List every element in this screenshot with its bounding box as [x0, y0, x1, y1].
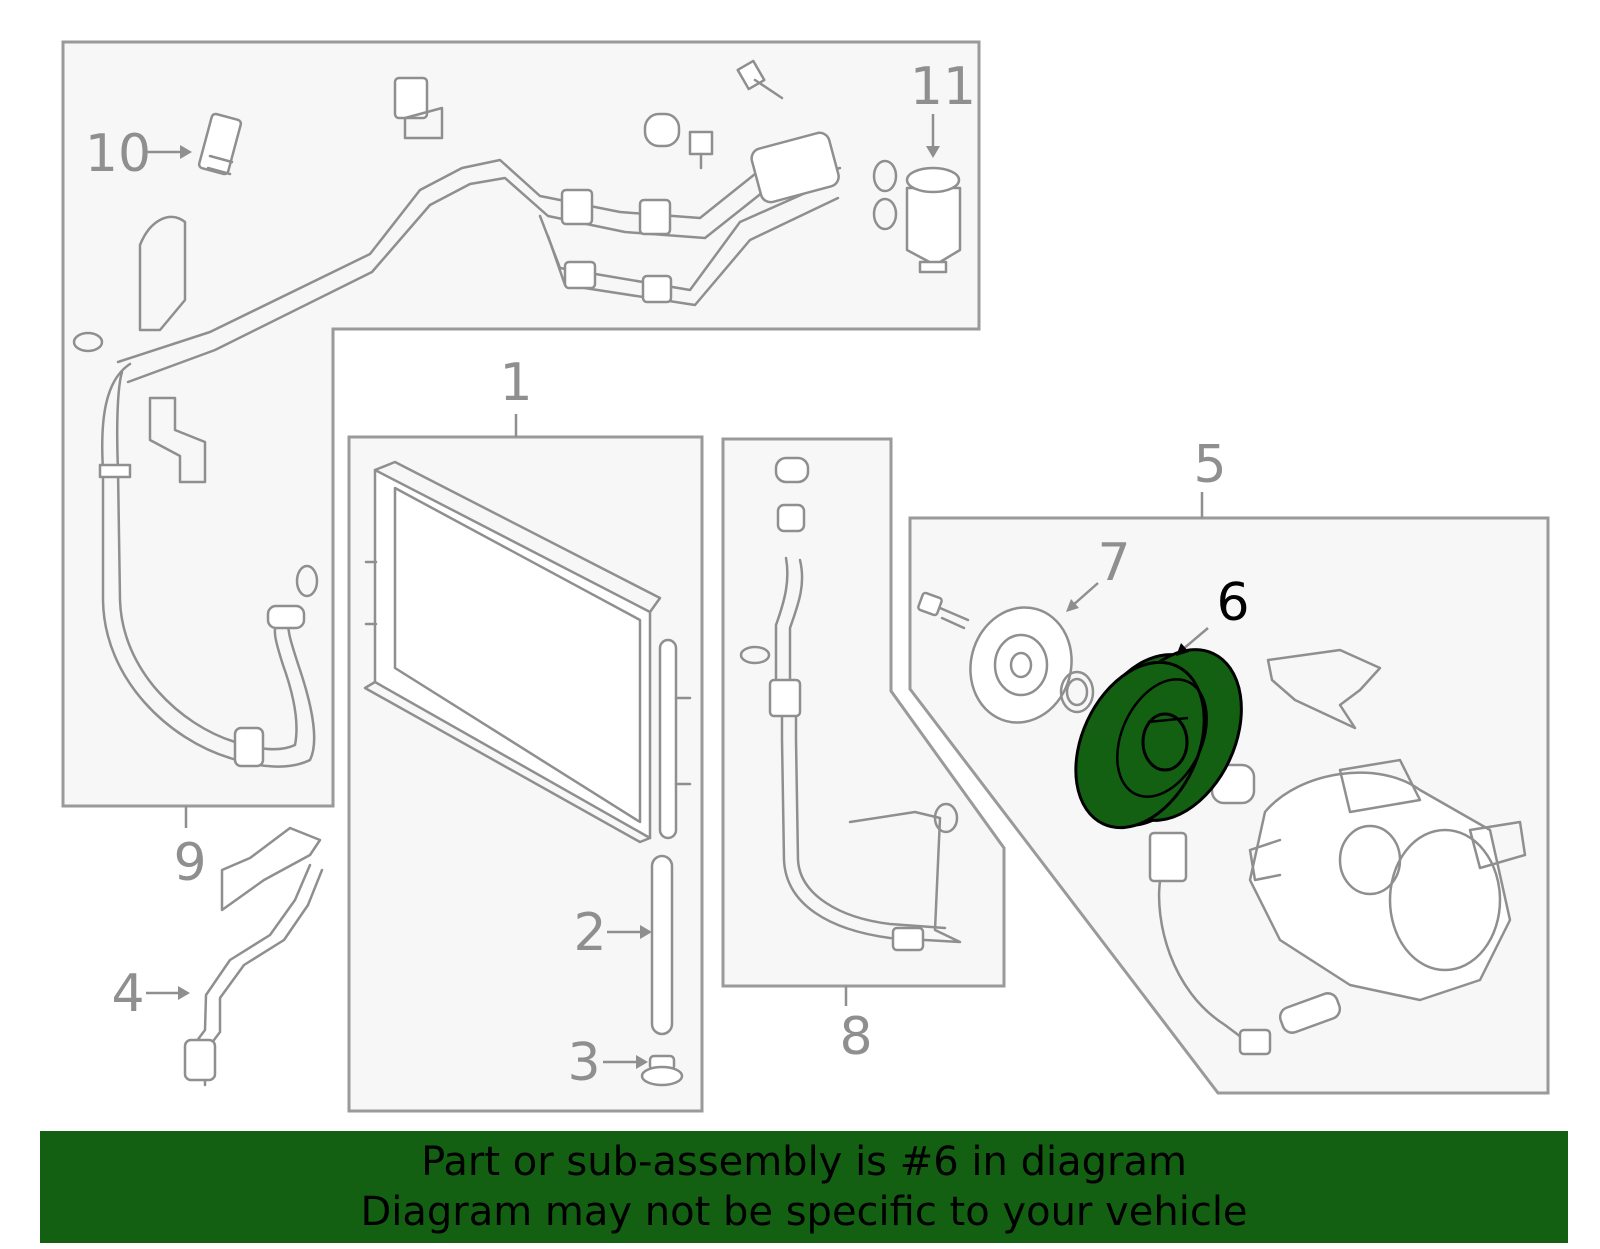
callout-3: 3 [567, 1033, 600, 1093]
callout-10: 10 [85, 124, 151, 184]
clutch-pulley-highlighted [1074, 648, 1243, 830]
leader-lines [146, 114, 1209, 1069]
callout-2: 2 [573, 903, 606, 963]
liquid-hose-drawing [183, 826, 324, 1087]
plug-drawing [640, 1054, 684, 1087]
callout-9: 9 [173, 833, 206, 893]
callout-4: 4 [111, 964, 144, 1024]
callout-1: 1 [499, 353, 532, 413]
suction-hose-drawing [72, 59, 898, 768]
condenser-drawing [363, 460, 692, 844]
info-banner: Part or sub-assembly is #6 in diagram Di… [40, 1131, 1568, 1243]
callout-7: 7 [1097, 533, 1130, 593]
panel-liquid-line [721, 437, 1006, 988]
banner-line-part-number: Part or sub-assembly is #6 in diagram [421, 1139, 1187, 1185]
pressure-sensor-drawing [197, 112, 243, 176]
expansion-valve-drawing [905, 166, 962, 274]
callout-5: 5 [1193, 435, 1226, 495]
callout-8: 8 [839, 1007, 872, 1067]
desiccant-tube-drawing [650, 854, 674, 1036]
callout-11: 11 [910, 57, 976, 117]
liquid-line-drawing [739, 456, 962, 952]
callout-6: 6 [1216, 573, 1249, 633]
banner-line-disclaimer: Diagram may not be specific to your vehi… [360, 1189, 1248, 1235]
compressor-assembly-drawing [917, 591, 1527, 1056]
